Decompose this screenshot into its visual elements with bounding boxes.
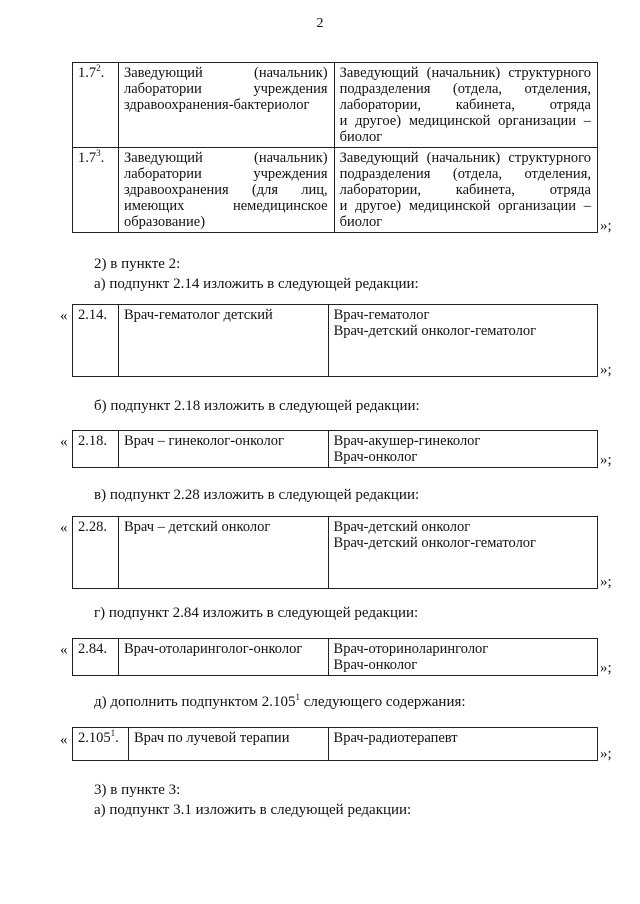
page-number: 2 <box>316 16 324 31</box>
close-quote: »; <box>600 746 612 762</box>
row-number: 2.18. <box>72 430 119 468</box>
close-quote: »; <box>600 218 612 234</box>
row-number: 2.14. <box>72 304 119 377</box>
table-2-105-1: 2.1051. Врач по лучевой терапии Врач-рад… <box>72 727 599 761</box>
table-row: 2.14. Врач-гематолог детский Врач-гемато… <box>72 304 599 377</box>
table-row: 2.84. Врач-отоларинголог-онколог Врач-от… <box>72 638 599 676</box>
table-row: 1.72. Заведующий (начальник) лаборатории… <box>72 62 599 148</box>
table-2-84: 2.84. Врач-отоларинголог-онколог Врач-от… <box>72 638 599 676</box>
new-title-cell: Заведующий (начальник) структурного подр… <box>333 147 599 233</box>
old-title-cell: Врач-отоларинголог-онколог <box>117 638 329 676</box>
old-title-cell: Заведующий (начальник) лаборатории учреж… <box>117 147 335 233</box>
paragraph: 3) в пункте 3: <box>94 782 181 798</box>
paragraph: г) подпункт 2.84 изложить в следующей ре… <box>94 605 419 621</box>
row-number: 2.28. <box>72 516 119 589</box>
close-quote: »; <box>600 452 612 468</box>
old-title-cell: Врач – детский онколог <box>117 516 329 589</box>
row-number: 2.1051. <box>72 727 129 761</box>
open-quote: « <box>60 520 68 536</box>
new-title-cell: Врач-акушер-гинеколог Врач-онколог <box>327 430 599 468</box>
old-title-cell: Заведующий (начальник) лаборатории учреж… <box>117 62 335 148</box>
new-title-cell: Заведующий (начальник) структурного подр… <box>333 62 599 148</box>
close-quote: »; <box>600 362 612 378</box>
row-number: 1.72. <box>72 62 119 148</box>
paragraph: 2) в пункте 2: <box>94 256 181 272</box>
new-title-cell: Врач-детский онколог Врач-детский онколо… <box>327 516 599 589</box>
table-row: 1.73. Заведующий (начальник) лаборатории… <box>72 147 599 233</box>
paragraph: а) подпункт 3.1 изложить в следующей ред… <box>94 802 412 818</box>
row-number: 2.84. <box>72 638 119 676</box>
new-title-cell: Врач-оториноларинголог Врач-онколог <box>327 638 599 676</box>
new-title-cell: Врач-радиотерапевт <box>327 727 599 761</box>
open-quote: « <box>60 308 68 324</box>
table-2-18: 2.18. Врач – гинеколог-онколог Врач-акуш… <box>72 430 599 468</box>
table-row: 2.1051. Врач по лучевой терапии Врач-рад… <box>72 727 599 761</box>
new-title-cell: Врач-гематолог Врач-детский онколог-гема… <box>327 304 599 377</box>
old-title-cell: Врач – гинеколог-онколог <box>117 430 329 468</box>
table-2-14: 2.14. Врач-гематолог детский Врач-гемато… <box>72 304 599 377</box>
paragraph: в) подпункт 2.28 изложить в следующей ре… <box>94 487 420 503</box>
table-2-28: 2.28. Врач – детский онколог Врач-детски… <box>72 516 599 589</box>
close-quote: »; <box>600 660 612 676</box>
row-number: 1.73. <box>72 147 119 233</box>
old-title-cell: Врач-гематолог детский <box>117 304 329 377</box>
close-quote: »; <box>600 574 612 590</box>
paragraph: а) подпункт 2.14 изложить в следующей ре… <box>94 276 419 292</box>
paragraph: д) дополнить подпунктом 2.1051 следующег… <box>94 692 466 711</box>
open-quote: « <box>60 732 68 748</box>
old-title-cell: Врач по лучевой терапии <box>127 727 329 761</box>
table-top: 1.72. Заведующий (начальник) лаборатории… <box>72 62 599 233</box>
table-row: 2.18. Врач – гинеколог-онколог Врач-акуш… <box>72 430 599 468</box>
open-quote: « <box>60 642 68 658</box>
table-row: 2.28. Врач – детский онколог Врач-детски… <box>72 516 599 589</box>
paragraph: б) подпункт 2.18 изложить в следующей ре… <box>94 398 420 414</box>
open-quote: « <box>60 434 68 450</box>
